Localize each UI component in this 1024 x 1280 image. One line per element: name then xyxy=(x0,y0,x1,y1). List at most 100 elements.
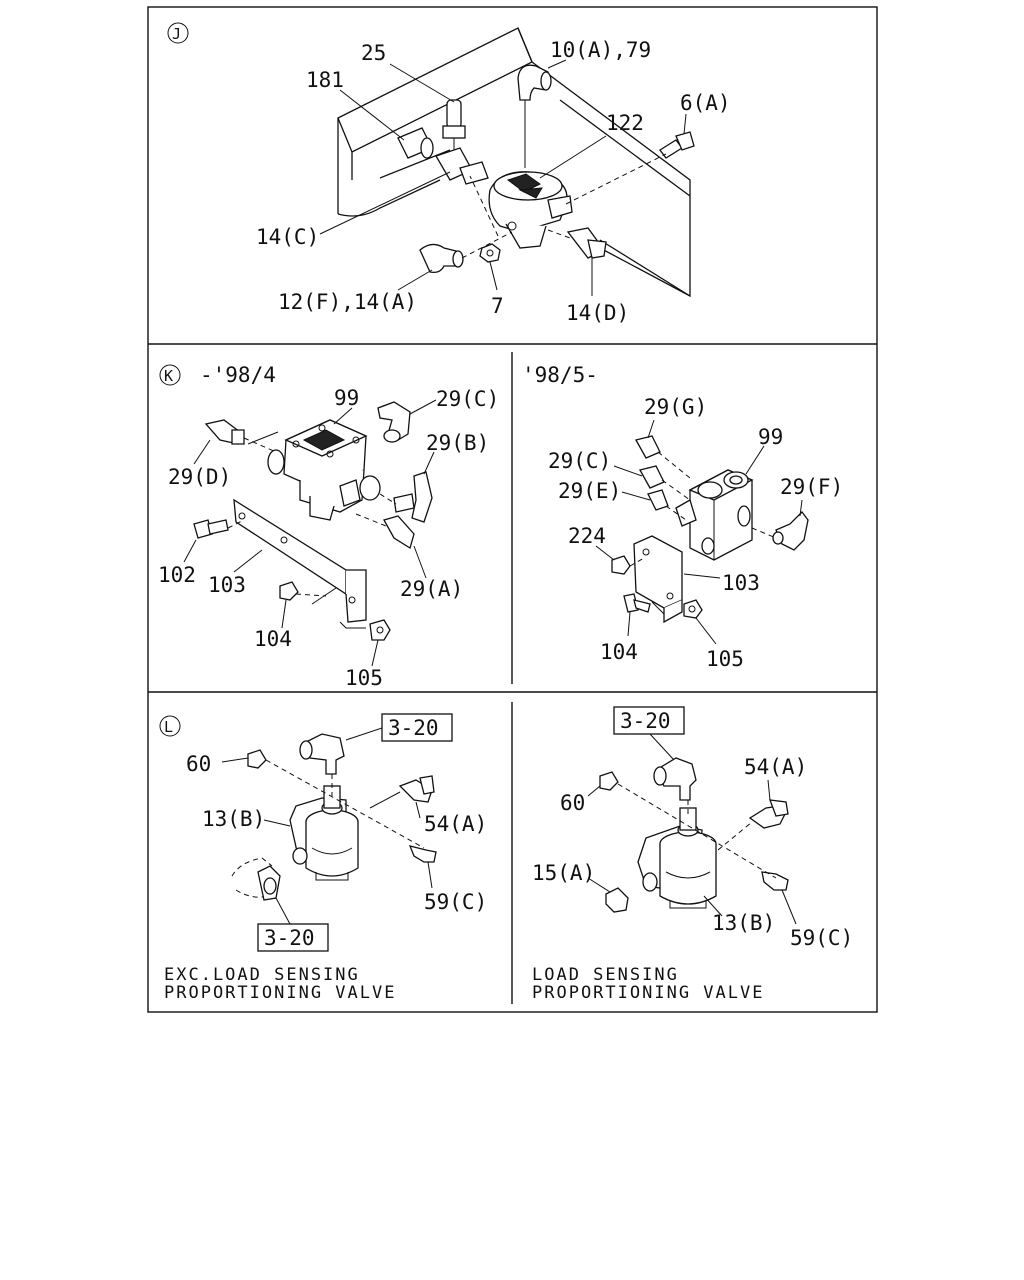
panel-j: J xyxy=(167,22,731,325)
label-103-right: 103 xyxy=(722,571,760,595)
label-15a-right: 15(A) xyxy=(532,861,595,885)
part-29d-fitting-left xyxy=(204,419,245,445)
part-12f-elbow xyxy=(419,243,464,274)
centerline-6a xyxy=(565,153,667,205)
label-122: 122 xyxy=(606,111,644,135)
part-14d-fitting xyxy=(566,227,607,259)
part-99-valve-left xyxy=(267,419,381,521)
label-224-right: 224 xyxy=(568,524,606,548)
ref-box-top-left xyxy=(381,713,453,742)
centerline-60-59c-right xyxy=(617,783,777,879)
label-29g-right: 29(G) xyxy=(644,395,707,419)
leader-ref-top-left xyxy=(345,727,383,741)
section-marker-l: L xyxy=(159,715,181,737)
part-181-union xyxy=(397,127,434,159)
label-103-left: 103 xyxy=(208,573,246,597)
part-10a-elbow xyxy=(517,64,552,168)
part-104-nut-left xyxy=(279,581,299,601)
leader-ref-top-right xyxy=(649,733,675,761)
part-104-bolt-right xyxy=(623,593,651,613)
panel-k-left: K -'98/4 xyxy=(158,363,499,690)
label-104-right: 104 xyxy=(600,640,638,664)
part-13b-valve-right xyxy=(637,807,717,909)
part-103-bracket-left xyxy=(233,498,367,629)
leader-29f xyxy=(799,499,803,517)
caption-right-line2: PROPORTIONING VALVE xyxy=(532,983,764,1003)
label-105-right: 105 xyxy=(706,647,744,671)
centerline-102 xyxy=(227,519,245,529)
panel-l-right: 3-20 xyxy=(532,706,853,1003)
part-13b-valve-left xyxy=(289,785,359,881)
part-60-nut-left xyxy=(247,749,267,769)
date-range-k-right: '98/5- xyxy=(522,363,598,387)
part-102-bolt-left xyxy=(193,519,229,539)
leader-104 xyxy=(281,599,287,629)
centerline-29e xyxy=(665,505,687,521)
label-54a-left: 54(A) xyxy=(424,812,487,836)
centerline-29a xyxy=(355,513,387,527)
section-marker-k: K xyxy=(159,364,181,386)
part-29e-fitting-right xyxy=(647,489,669,511)
section-marker-j-label: J xyxy=(172,25,181,43)
centerline-60-59c-left xyxy=(265,759,425,849)
centerline-29g xyxy=(657,451,691,479)
leader-103-right xyxy=(683,573,721,579)
label-29c-right: 29(C) xyxy=(548,449,611,473)
part-59c-bolt-left xyxy=(408,845,437,863)
leader-13b-left xyxy=(263,819,291,827)
label-29a-left: 29(A) xyxy=(400,577,463,601)
leader-ref-bottom-left xyxy=(275,897,291,925)
part-6a-bolt xyxy=(659,131,695,159)
label-60-left: 60 xyxy=(186,752,211,776)
part-105-nut-right xyxy=(683,599,703,619)
part-99-valve-right xyxy=(675,469,754,561)
centerline-29c-r xyxy=(661,479,691,501)
label-181: 181 xyxy=(306,68,344,92)
leader-12f xyxy=(397,269,433,291)
centerline-14d xyxy=(547,229,571,239)
leader-15a-right xyxy=(587,877,611,893)
part-14c-tee xyxy=(435,147,489,185)
part-29b-elbow-left xyxy=(393,471,433,523)
leader-104-right xyxy=(627,611,631,637)
leader-29b xyxy=(423,451,435,475)
centerline-12f xyxy=(461,231,513,259)
label-54a-right: 54(A) xyxy=(744,755,807,779)
caption-left-line2: PROPORTIONING VALVE xyxy=(164,983,396,1003)
panel-l-left: L 3-20 xyxy=(159,713,487,1003)
leader-29g xyxy=(647,419,655,439)
label-25: 25 xyxy=(361,41,386,65)
leader-25 xyxy=(389,63,455,103)
label-59c-left: 59(C) xyxy=(424,890,487,914)
label-29d-left: 29(D) xyxy=(168,465,231,489)
leader-54a-right xyxy=(767,779,771,801)
part-54a-fitting-left xyxy=(398,775,435,803)
part-7-nut xyxy=(479,243,501,263)
leader-122 xyxy=(539,135,607,179)
leader-99-right xyxy=(745,445,765,475)
label-105-left: 105 xyxy=(345,666,383,690)
frame-rail xyxy=(337,27,691,298)
leader-10a xyxy=(547,59,567,69)
label-14d: 14(D) xyxy=(566,301,629,325)
label-104-left: 104 xyxy=(254,627,292,651)
leader-60-left xyxy=(221,757,249,763)
elbow-fitting-top-right xyxy=(653,757,697,801)
label-59c-right: 59(C) xyxy=(790,926,853,950)
leader-29d-bracket xyxy=(247,431,279,445)
leader-102 xyxy=(183,539,197,563)
centerline-14c xyxy=(469,175,499,237)
part-59c-bolt-right xyxy=(761,871,789,891)
leader-29c xyxy=(409,399,437,415)
label-102-left: 102 xyxy=(158,563,196,587)
leader-105 xyxy=(371,639,379,667)
part-122-valve xyxy=(488,171,573,249)
ref-box-top-right xyxy=(613,706,685,735)
label-99-left: 99 xyxy=(334,386,359,410)
label-29f-right: 29(F) xyxy=(780,475,843,499)
part-29g-fitting-right xyxy=(635,435,661,459)
leader-6a xyxy=(683,113,687,135)
part-103-bracket-right xyxy=(633,535,683,624)
leader-14c xyxy=(319,171,451,235)
part-29f-elbow-right xyxy=(772,511,809,551)
